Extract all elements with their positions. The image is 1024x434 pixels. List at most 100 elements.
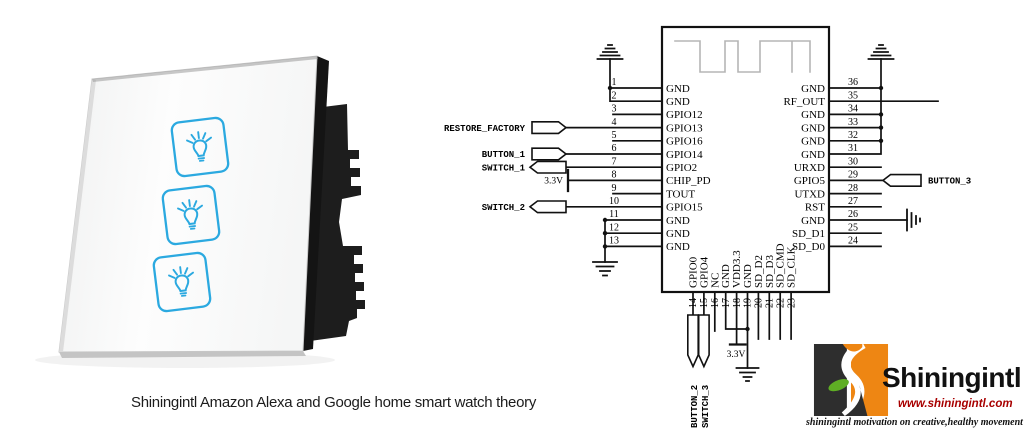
logo-tagline: shiningintl motivation on creative,healt… xyxy=(806,417,1023,428)
pin-label: GND xyxy=(801,122,825,134)
pin-label: GPIO5 xyxy=(794,175,826,187)
pin-number: 22 xyxy=(775,298,786,308)
brand-logo: Shiningintl www.shiningintl.com shiningi… xyxy=(806,336,1024,434)
pin-number: 9 xyxy=(612,183,617,194)
net-label-button-3: BUTTON_3 xyxy=(928,177,971,187)
pin-label: GPIO13 xyxy=(666,122,703,134)
junction-dots xyxy=(602,85,884,332)
logo-brand-text: Shiningintl xyxy=(882,362,1022,393)
pin-number: 2 xyxy=(612,90,617,101)
pin-label: NC xyxy=(709,273,721,288)
pin-label: TOUT xyxy=(666,188,695,200)
pin-label: SD_CLK xyxy=(786,246,798,288)
pin-number: 24 xyxy=(848,236,858,247)
net-label-switch-3: SWITCH_3 xyxy=(701,385,711,428)
right-pin-names: GND RF_OUT GND GND GND GND URXD GPIO5 UT… xyxy=(783,83,825,253)
pin-label: VDD3.3 xyxy=(731,250,743,288)
schematic: GND GND GPIO12 GPIO13 GPIO16 GPIO14 GPIO… xyxy=(444,25,971,428)
pin-label: SD_D1 xyxy=(792,228,825,240)
right-pin-numbers: 36 35 34 33 32 31 30 29 28 27 26 25 24 xyxy=(848,77,858,246)
pin-number: 23 xyxy=(786,298,797,308)
pin-number: 29 xyxy=(848,170,858,181)
flag-button-2 xyxy=(687,314,699,369)
esp-module-body xyxy=(660,25,831,294)
pin-label: RST xyxy=(805,202,825,214)
pin-label: GND xyxy=(666,241,690,253)
left-pin-names: GND GND GPIO12 GPIO13 GPIO16 GPIO14 GPIO… xyxy=(666,83,711,253)
pin-label: URXD xyxy=(794,162,825,174)
pin-number: 3 xyxy=(612,104,617,115)
pin-number: 34 xyxy=(848,104,858,115)
pin-label: GND xyxy=(666,96,690,108)
pin-number: 35 xyxy=(848,90,858,101)
pin-label: GPIO12 xyxy=(666,109,703,121)
power-bar-symbols xyxy=(566,168,747,346)
product-caption: Shiningintl Amazon Alexa and Google home… xyxy=(131,394,537,411)
pin-number: 13 xyxy=(609,236,619,247)
pin-number: 15 xyxy=(699,298,710,308)
pin-number: 8 xyxy=(612,170,617,181)
pin-number: 36 xyxy=(848,77,858,88)
net-label-switch-2: SWITCH_2 xyxy=(482,203,525,213)
flag-switch-3 xyxy=(697,314,710,369)
pin-label: GND xyxy=(801,109,825,121)
net-label-3v3-left: 3.3V xyxy=(544,177,563,187)
pin-label: GND xyxy=(742,264,754,288)
pin-number: 28 xyxy=(848,183,858,194)
pin-number: 5 xyxy=(612,130,617,141)
net-label-3v3-bottom: 3.3V xyxy=(727,350,746,360)
pin-label: GPIO0 xyxy=(688,256,700,288)
pin-label: GPIO14 xyxy=(666,149,703,161)
pin-label: UTXD xyxy=(794,188,825,200)
pin-number: 16 xyxy=(710,298,721,308)
pin-label: GPIO15 xyxy=(666,202,703,214)
flag-switch-1 xyxy=(528,160,567,174)
pin-label: GND xyxy=(720,264,732,288)
pin-number: 20 xyxy=(754,298,765,308)
pin-number: 11 xyxy=(609,209,619,220)
pin-number: 19 xyxy=(743,298,754,308)
left-pin-numbers: 1 2 3 4 5 6 7 8 9 10 11 12 13 xyxy=(609,77,619,246)
pin-label: GPIO4 xyxy=(698,256,710,288)
pin-number: 30 xyxy=(848,156,858,167)
pin-label: SD_D2 xyxy=(753,255,765,288)
net-labels: RESTORE_FACTORY BUTTON_1 SWITCH_1 3.3V S… xyxy=(444,124,971,428)
net-label-switch-1: SWITCH_1 xyxy=(482,163,526,173)
pin-number: 33 xyxy=(848,117,858,128)
pin-label: GND xyxy=(666,83,690,95)
pin-label: GND xyxy=(666,228,690,240)
pin-number: 31 xyxy=(848,143,858,154)
pin-label: GND xyxy=(801,83,825,95)
panel-right-edge xyxy=(303,56,329,351)
pin-label: GND xyxy=(801,149,825,161)
pin-number: 26 xyxy=(848,209,858,220)
pin-number: 14 xyxy=(688,298,699,308)
pin-label: GPIO2 xyxy=(666,162,697,174)
pin-number: 17 xyxy=(721,298,732,308)
pin-number: 25 xyxy=(848,222,858,233)
pin-number: 10 xyxy=(609,196,619,207)
pin-label: CHIP_PD xyxy=(666,175,711,187)
pin-number: 32 xyxy=(848,130,858,141)
pin-number: 18 xyxy=(732,298,743,308)
pin-number: 27 xyxy=(848,196,858,207)
pin-number: 7 xyxy=(612,156,617,167)
flag-restore-factory xyxy=(531,121,568,135)
pin-label: SD_D0 xyxy=(792,241,826,253)
logo-mark xyxy=(813,344,889,416)
flag-switch-2 xyxy=(528,200,567,214)
pin-label: SD_CMD xyxy=(775,243,787,288)
pin-label: SD_D3 xyxy=(764,254,776,288)
logo-website: www.shiningintl.com xyxy=(898,398,1013,410)
pin-label: GND xyxy=(801,136,825,148)
pin-number: 12 xyxy=(609,222,619,233)
pin-label: GND xyxy=(801,215,825,227)
bottom-pin-names: GPIO0 GPIO4 NC GND VDD3.3 GND SD_D2 SD_D… xyxy=(688,243,798,288)
product-photo xyxy=(35,55,365,368)
net-label-button-2: BUTTON_2 xyxy=(690,385,700,428)
antenna-trace xyxy=(674,40,811,73)
pin-number: 6 xyxy=(612,143,617,154)
panel-left-edge xyxy=(59,79,96,352)
flag-button-3 xyxy=(881,173,922,187)
pin-label: GPIO16 xyxy=(666,136,703,148)
